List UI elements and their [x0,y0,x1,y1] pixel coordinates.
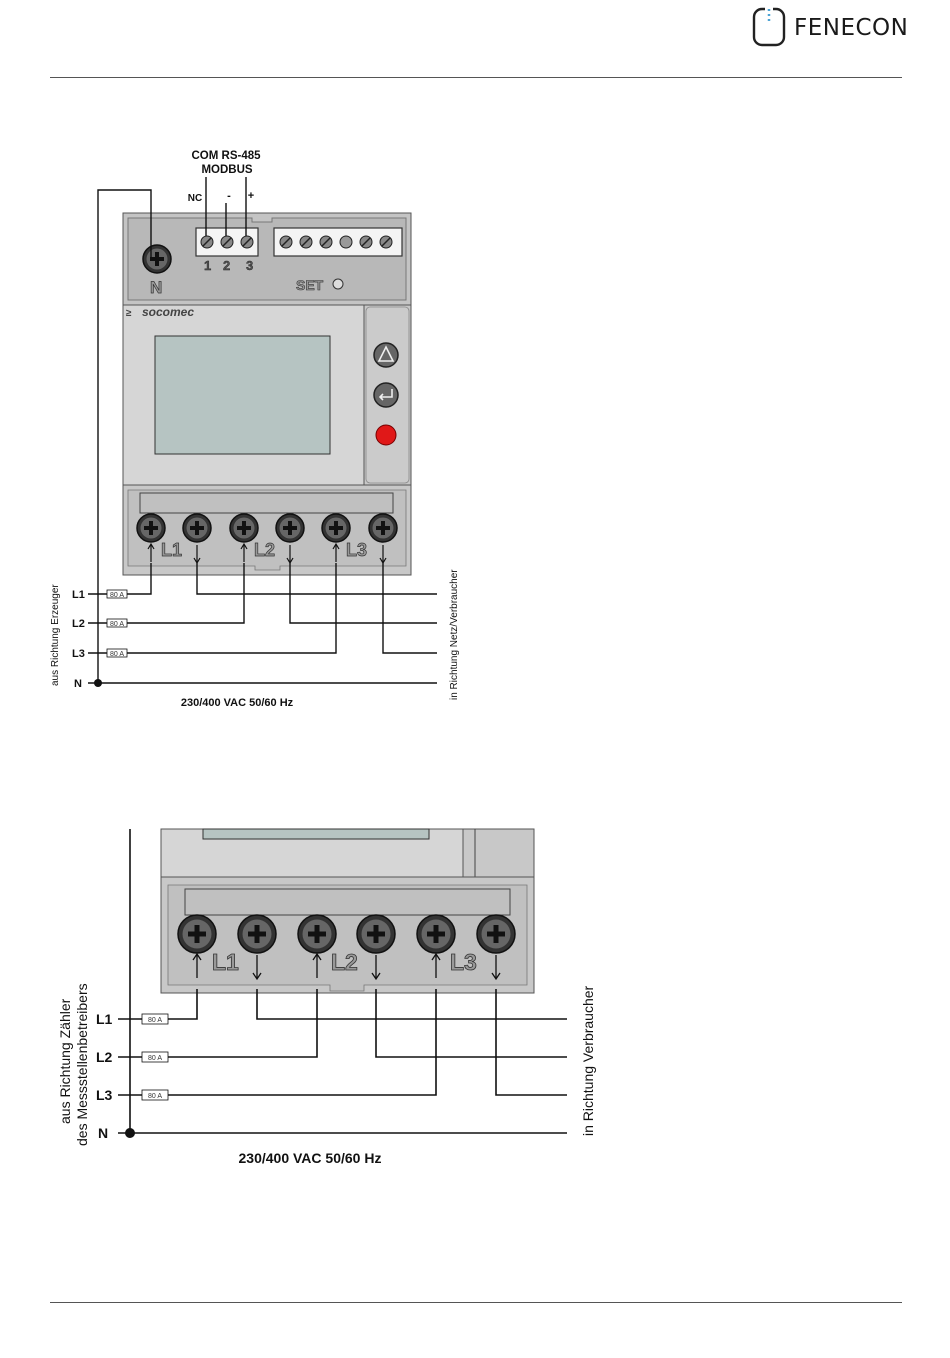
footer-rule [50,1302,902,1303]
screw-icon [322,514,350,542]
screw-icon [417,915,455,953]
line-label-l1: L1 [96,1011,113,1027]
phase-marker-l2: L2 [331,949,358,975]
line-label-l1: L1 [72,589,85,601]
fuse-rating-l3: 80 A [148,1093,162,1100]
screw-icon [369,514,397,542]
screw-icon [357,915,395,953]
terminal-number-1: 1 [204,258,211,273]
socomec-logo: socomec [142,305,194,319]
screw-icon [477,915,515,953]
voltage-label: 230/400 VAC 50/60 Hz [181,697,294,709]
neutral-terminal-label: N [150,278,162,297]
fuse-rating-l1: 80 A [148,1017,162,1024]
phase-marker-l1: L1 [161,540,182,560]
neutral-junction-icon [94,679,102,687]
terminal-number-2: 2 [223,258,230,273]
neutral-junction-icon [125,1128,135,1138]
wiring-diagram-full-meter: COM RS-485 MODBUS NC - + socomec ≥ 1 2 3… [0,130,950,730]
line-label-l3: L3 [96,1087,113,1103]
logo-mark-icon [752,6,788,48]
pin-minus-label: - [227,190,231,202]
phase-marker-l3: L3 [450,949,477,975]
brand-name: FENECON [794,15,908,41]
up-button[interactable] [374,343,398,367]
phase-marker-l1: L1 [212,949,239,975]
socomec-logo-mark: ≥ [126,308,132,319]
set-label: SET [296,277,324,293]
comm-title: COM RS-485 [191,150,261,162]
enter-button[interactable] [374,383,398,407]
comm-protocol: MODBUS [201,164,252,176]
line-label-l2: L2 [96,1049,113,1065]
line-label-n: N [98,1125,108,1141]
header-rule [50,77,902,78]
screw-icon [298,915,336,953]
phase-marker-l2: L2 [254,540,275,560]
fuse-rating-l2: 80 A [148,1055,162,1062]
phase-marker-l3: L3 [346,540,367,560]
fuse-rating-l1: 80 A [110,592,124,599]
line-label-l2: L2 [72,618,85,630]
fenecon-logo: FENECON [752,6,912,48]
screw-icon [230,514,258,542]
terminal-number-3: 3 [246,258,253,273]
screw-icon [183,514,211,542]
pin-nc-label: NC [188,193,202,204]
wiring-diagram-detail: L1 L2 L3 80 A 80 A 80 A L1 L2 L3 N aus R… [0,825,950,1180]
screw-icon [238,915,276,953]
right-direction-label: in Richtung Verbraucher [580,985,596,1136]
line-label-n: N [74,678,82,690]
pin-plus-label: + [248,190,254,202]
status-led-icon [376,425,396,445]
left-direction-label-line1: aus Richtung Zähler [57,998,73,1124]
voltage-label: 230/400 VAC 50/60 Hz [239,1150,382,1166]
left-direction-label-line2: des Messstellenbetreibers [74,983,90,1146]
line-label-l3: L3 [72,648,85,660]
right-direction-label: in Richtung Netz/Verbraucher [449,569,460,700]
fuse-rating-l2: 80 A [110,621,124,628]
screw-icon [178,915,216,953]
left-direction-label: aus Richtung Erzeuger [50,584,61,686]
fuse-rating-l3: 80 A [110,651,124,658]
screw-icon [276,514,304,542]
screw-icon [137,514,165,542]
rs485-screws [201,236,253,248]
set-button[interactable] [333,279,343,289]
